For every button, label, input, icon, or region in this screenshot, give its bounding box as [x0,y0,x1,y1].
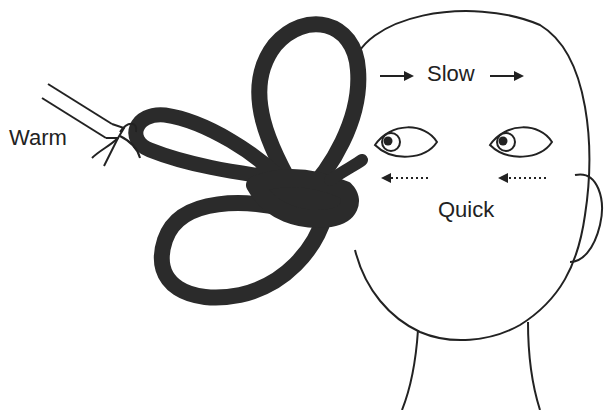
irrigation-syringe [42,84,140,166]
phase-label: Slow [427,62,475,86]
right-eye [490,127,552,156]
inner-ear-labyrinth [136,24,362,297]
left-eye [375,127,437,156]
phase-label: Warm [9,126,67,150]
slow-phase-arrow [380,75,412,77]
neck-line [528,322,540,410]
phase-label: Quick [438,198,494,222]
quick-phase-arrow [383,177,428,179]
quick-phase-arrow [500,177,546,179]
right-ear [570,174,602,262]
head-outline [352,11,589,340]
slow-phase-arrow [490,75,522,77]
neck-line [402,330,418,410]
